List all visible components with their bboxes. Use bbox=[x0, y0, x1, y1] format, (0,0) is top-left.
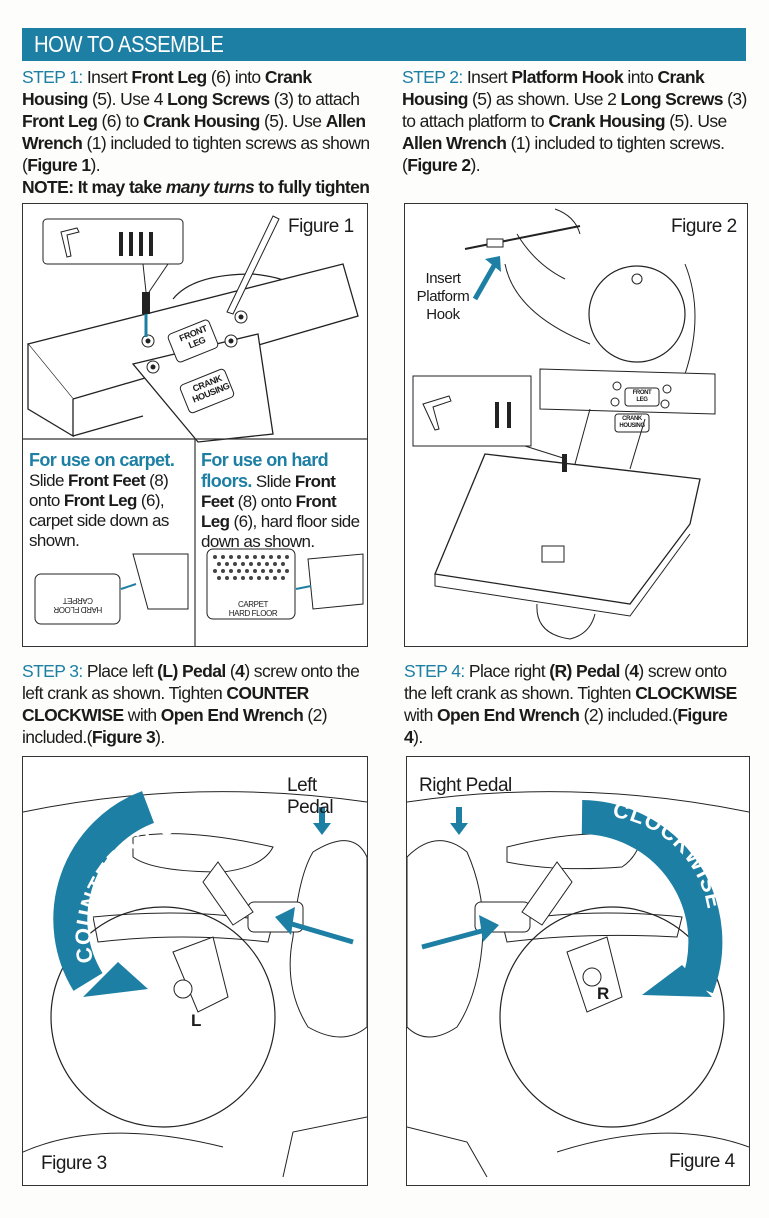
figure-3-caption: Figure 3 bbox=[41, 1153, 107, 1174]
figure-4-caption: Figure 4 bbox=[669, 1151, 735, 1172]
insert-platform-hook-label: Insert Platform Hook bbox=[416, 270, 470, 323]
figure-4-pedal-label: Right Pedal bbox=[419, 775, 512, 796]
step-1-text: STEP 1: Insert Front Leg (6) into Crank … bbox=[22, 66, 372, 220]
figure-4-illustration: CLOCKWISE bbox=[407, 791, 749, 1178]
step-3-text: STEP 3: Place left (L) Pedal (4) screw o… bbox=[22, 661, 360, 747]
figure-1-caption: Figure 1 bbox=[288, 216, 354, 237]
crank-housing-label: CRANK HOUSING bbox=[619, 416, 645, 429]
figure-2-panel: Figure 2 Insert Platform Hook FRONT LEG … bbox=[404, 203, 748, 647]
figure-3-pedal-label: Left Pedal bbox=[287, 775, 334, 818]
carpet-note: For use on carpet. Slide Front Feet (8) … bbox=[29, 450, 175, 550]
step-4-text: STEP 4: Place right (R) Pedal (4) screw … bbox=[404, 661, 737, 747]
front-leg-label: FRONT LEG bbox=[632, 390, 652, 403]
left-pedal-letter: L bbox=[191, 1011, 201, 1030]
figure-3-panel: COUNTER CLOCKWISE Left Pedal L Figure 3 bbox=[22, 756, 368, 1186]
figure-1-panel: Figure 1 FRONT LEG CRANK HOUSING For use… bbox=[22, 203, 368, 647]
figure-2-caption: Figure 2 bbox=[671, 216, 737, 237]
section-header: HOW TO ASSEMBLE bbox=[22, 28, 746, 61]
figure-4-panel: CLOCKWISE Right Pedal R Figure 4 bbox=[406, 756, 750, 1186]
figure-1-illustration bbox=[23, 215, 367, 646]
hard-floor-note: For use on hard floors. Slide Front Feet… bbox=[201, 450, 360, 551]
figure-2-illustration bbox=[412, 208, 716, 640]
figure-3-illustration: COUNTER CLOCKWISE bbox=[23, 757, 367, 1178]
right-pedal-letter: R bbox=[597, 984, 609, 1003]
section-title: HOW TO ASSEMBLE bbox=[34, 31, 224, 57]
step-2-text: STEP 2: Insert Platform Hook into Crank … bbox=[402, 67, 747, 175]
